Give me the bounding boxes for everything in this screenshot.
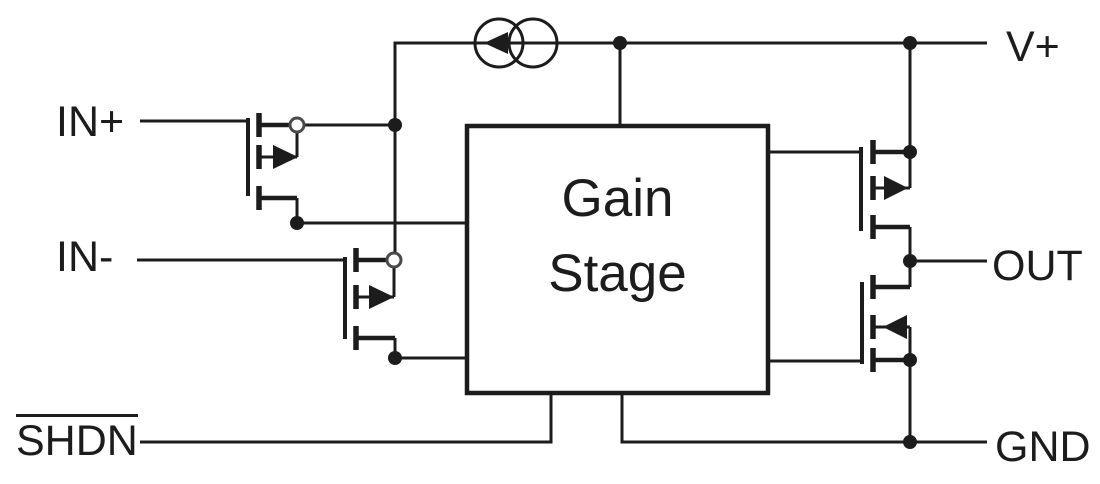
gain-stage-label: Gain Stage — [467, 161, 768, 311]
pin-label-out: OUT — [992, 242, 1083, 290]
current-source-icon — [473, 17, 559, 69]
pin-label-vplus: V+ — [1006, 23, 1060, 71]
input-wires — [137, 119, 467, 360]
drain-bubble-icon — [288, 116, 306, 134]
gain-stage-box — [464, 123, 771, 396]
gnd-rail — [620, 393, 987, 444]
gain-stage-line1: Gain — [561, 169, 674, 228]
pin-label-gnd: GND — [995, 423, 1091, 471]
nmos-output-icon — [860, 275, 910, 372]
pmos-output-icon — [859, 140, 910, 239]
drain-bubble-icon — [385, 251, 403, 269]
pmos-in-plus-icon — [246, 113, 306, 210]
pin-label-shdn: SHDN — [16, 414, 138, 463]
pin-label-in-minus: IN- — [56, 233, 114, 281]
shdn-wire — [140, 393, 553, 444]
vplus-rail — [393, 41, 987, 253]
junction-dots — [290, 36, 917, 449]
shdn-overline-text: SHDN — [16, 414, 138, 463]
output-wires — [768, 150, 987, 442]
pmos-in-minus-icon — [343, 248, 403, 350]
pin-label-in-plus: IN+ — [56, 98, 125, 146]
gain-stage-line2: Stage — [548, 244, 687, 303]
